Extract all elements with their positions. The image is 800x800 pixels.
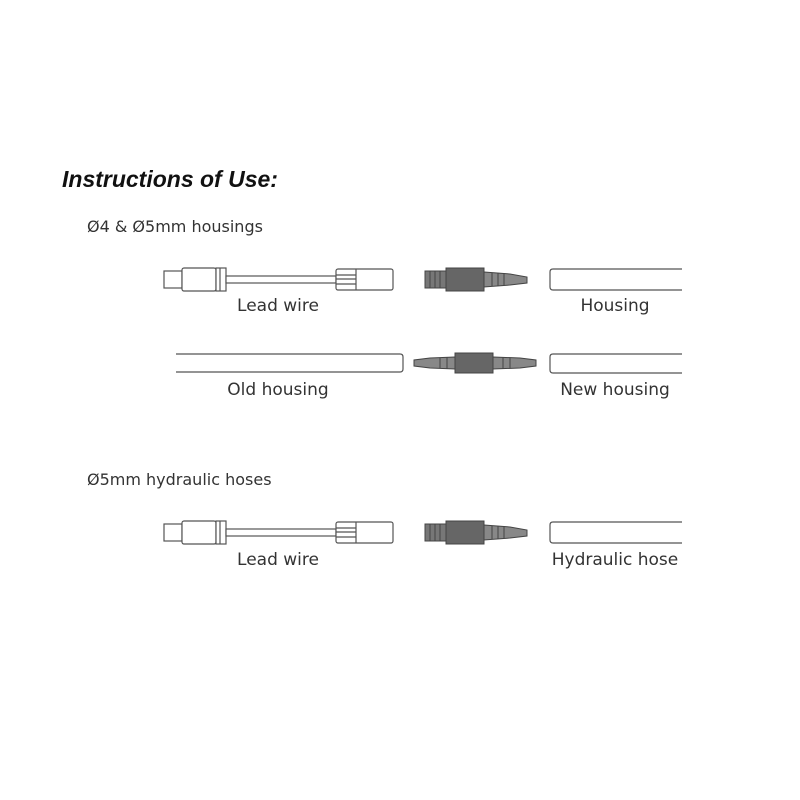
new-housing-label: New housing (560, 380, 670, 400)
adapter-drawing-2 (424, 520, 528, 545)
new-housing-drawing (549, 353, 682, 374)
hydraulic-hose-label: Hydraulic hose (551, 550, 679, 570)
housing-drawing (549, 268, 683, 291)
lead-wire-drawing (163, 267, 394, 292)
old-housing-drawing (176, 353, 404, 373)
double-adapter-drawing (413, 352, 537, 374)
lead-wire-label-2: Lead wire (237, 550, 319, 570)
housing-label: Housing (580, 296, 650, 316)
lead-wire-drawing-2 (163, 520, 394, 545)
old-housing-label: Old housing (227, 380, 329, 400)
hydraulic-hose-drawing (549, 521, 683, 544)
page-title: Instructions of Use: (62, 166, 278, 192)
adapter-drawing (424, 267, 528, 292)
section-heading-hydraulic: Ø5mm hydraulic hoses (87, 470, 272, 489)
section-heading-housings: Ø4 & Ø5mm housings (87, 217, 263, 236)
lead-wire-label: Lead wire (237, 296, 319, 316)
